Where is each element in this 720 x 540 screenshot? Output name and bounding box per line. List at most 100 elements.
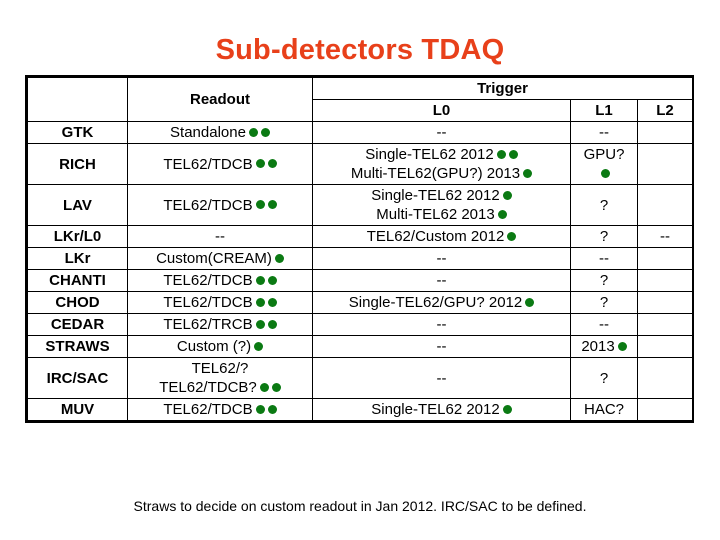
cell-l2 (636, 269, 694, 292)
cell-line (573, 164, 635, 183)
cell-line: 2013 (573, 337, 635, 356)
cell-line: TEL62/Custom 2012 (315, 227, 568, 246)
cell-l1: HAC? (570, 398, 638, 421)
cell-l2 (636, 291, 694, 314)
cell-l1: ? (570, 291, 638, 314)
status-dot-icon (267, 200, 277, 210)
status-dot-icon (255, 159, 265, 169)
cell-readout: TEL62/TDCB (127, 291, 313, 314)
cell-l1: ? (570, 357, 638, 399)
status-dot-icon (255, 275, 265, 285)
cell-line (640, 337, 690, 356)
status-dot-icon (267, 159, 277, 169)
cell-line: TEL62/TRCB (130, 315, 310, 334)
cell-readout: TEL62/TDCB (127, 184, 313, 226)
status-dot-icon (254, 341, 264, 351)
header-l2: L2 (636, 99, 694, 122)
row-detector-name: CEDAR (27, 313, 128, 336)
cell-line: TEL62/TDCB (130, 271, 310, 290)
cell-line: -- (436, 369, 447, 387)
status-dot-icon (502, 404, 512, 414)
cell-line: TEL62/? (191, 360, 249, 377)
cell-l1: ? (570, 184, 638, 226)
cell-l1: -- (570, 313, 638, 336)
cell-line: ? (599, 196, 609, 214)
header-readout: Readout (127, 77, 313, 122)
cell-line: Custom (?) (130, 337, 310, 356)
cell-l1: 2013 (570, 335, 638, 358)
cell-readout: TEL62/TDCB (127, 398, 313, 421)
status-dot-icon (617, 341, 627, 351)
cell-l2 (636, 143, 694, 185)
cell-line: -- (215, 228, 225, 245)
cell-line: -- (436, 316, 447, 333)
status-dot-icon (267, 319, 277, 329)
cell-line (640, 293, 690, 312)
cell-readout: TEL62/?TEL62/TDCB? (127, 357, 313, 399)
status-dot-icon (248, 127, 258, 137)
cell-l2 (636, 121, 694, 144)
cell-line: Single-TEL62 2012 (315, 186, 568, 205)
cell-line: TEL62/TDCB (130, 155, 310, 174)
status-dot-icon (601, 168, 610, 178)
row-detector-name: CHOD (27, 291, 128, 314)
cell-line: TEL62/TDCB (130, 196, 310, 215)
cell-line: Multi-TEL62(GPU?) 2013 (315, 164, 568, 183)
cell-l1: ? (570, 225, 638, 248)
footnote-caption: Straws to decide on custom readout in Ja… (133, 498, 587, 514)
cell-l2 (636, 247, 694, 270)
status-dot-icon (525, 297, 535, 307)
cell-l0: Single-TEL62 2012 (312, 398, 571, 421)
cell-line (640, 271, 690, 290)
status-dot-icon (271, 382, 281, 392)
cell-line: ? (599, 294, 609, 311)
cell-line: ? (599, 272, 609, 289)
cell-l2 (636, 184, 694, 226)
cell-line: -- (599, 124, 609, 141)
row-detector-name: LKr (27, 247, 128, 270)
header-trigger: Trigger (311, 77, 694, 100)
cell-line: -- (436, 124, 447, 141)
cell-l2 (636, 357, 694, 399)
status-dot-icon (267, 275, 277, 285)
cell-line: -- (599, 316, 609, 333)
status-dot-icon (496, 149, 506, 159)
cell-line: TEL62/TDCB? (130, 378, 310, 397)
status-dot-icon (260, 127, 270, 137)
cell-l2 (636, 313, 694, 336)
cell-line: Standalone (130, 123, 310, 142)
cell-l0: Single-TEL62/GPU? 2012 (312, 291, 571, 314)
status-dot-icon (507, 231, 517, 241)
cell-line: -- (436, 250, 447, 267)
cell-line: Custom(CREAM) (130, 249, 310, 268)
cell-readout: Standalone (127, 121, 313, 144)
table-row: LKr/L0--TEL62/Custom 2012?-- (27, 225, 694, 248)
cell-l0: -- (312, 313, 571, 336)
cell-line: HAC? (583, 401, 624, 418)
status-dot-icon (523, 168, 533, 178)
cell-line: ? (599, 228, 609, 245)
cell-l1: GPU? (570, 143, 638, 185)
cell-l1: -- (570, 121, 638, 144)
status-dot-icon (274, 253, 284, 263)
cell-l0: -- (312, 247, 571, 270)
cell-l2 (636, 335, 694, 358)
cell-line: GPU? (583, 146, 625, 163)
cell-readout: TEL62/TDCB (127, 269, 313, 292)
status-dot-icon (255, 404, 265, 414)
status-dot-icon (502, 190, 512, 200)
cell-line: Single-TEL62 2012 (315, 400, 568, 419)
cell-l2 (636, 398, 694, 421)
cell-line: -- (436, 338, 447, 355)
status-dot-icon (255, 200, 265, 210)
row-detector-name: CHANTI (27, 269, 128, 292)
page-title: Sub-detectors TDAQ (215, 34, 505, 66)
